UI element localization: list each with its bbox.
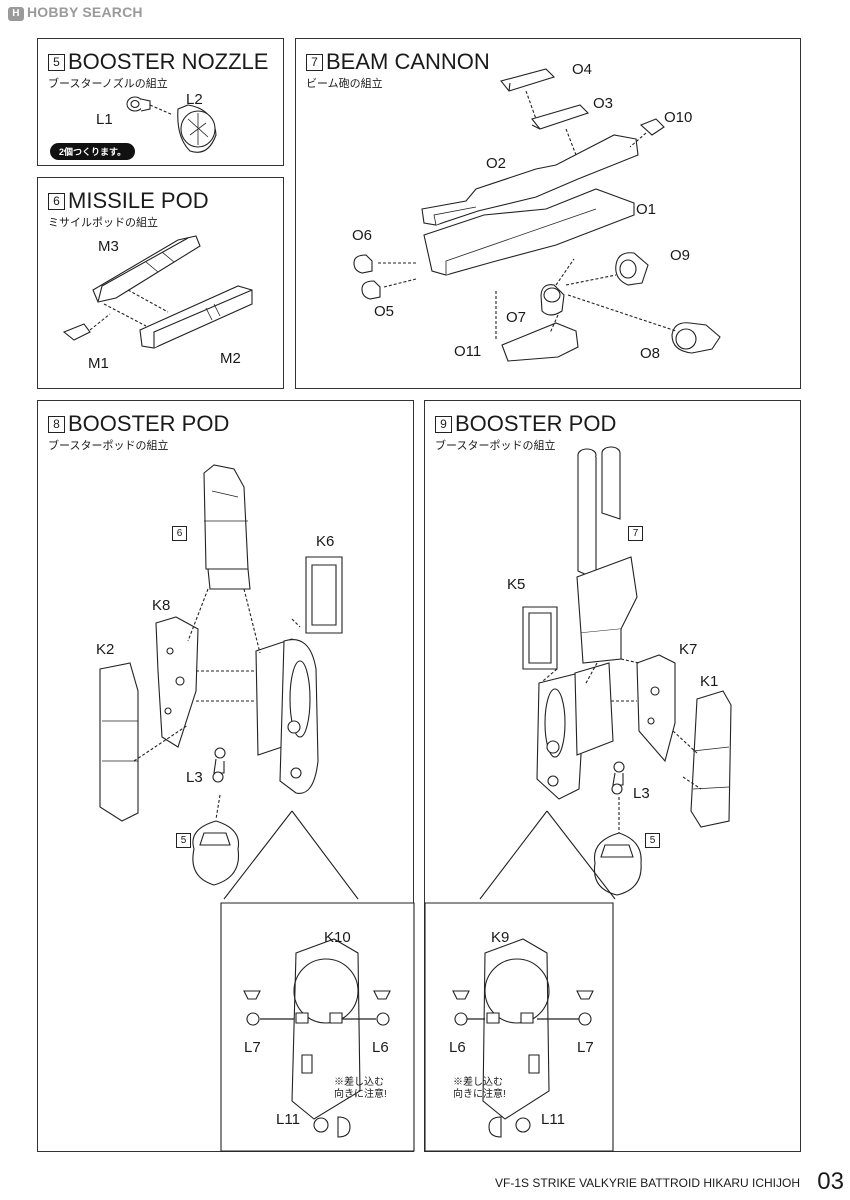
step-number: 6	[48, 193, 65, 210]
part-label-l3: L3	[633, 785, 650, 802]
part-label-k5: K5	[507, 576, 526, 593]
part-label-o2: O2	[486, 155, 507, 172]
step-number: 7	[306, 54, 323, 71]
part-label-o3: O3	[593, 95, 614, 112]
detail-label-l7: L7	[577, 1039, 594, 1056]
section-subtitle: ブースターポッドの組立	[48, 440, 169, 452]
page-number: 03	[817, 1168, 844, 1195]
part-label-o4: O4	[572, 61, 593, 78]
booster-nozzle-diagram	[38, 39, 285, 167]
part-label-m3: M3	[98, 238, 119, 255]
part-label-k6: K6	[316, 533, 335, 550]
section-subtitle: ビーム砲の組立	[306, 78, 383, 90]
watermark-text: HOBBY SEARCH	[27, 4, 143, 20]
part-label-k2: K2	[96, 641, 115, 658]
step-number: 8	[48, 416, 65, 433]
booster-pod-left-diagram	[38, 401, 415, 1153]
orientation-note: ※差し込む向きに注意!	[453, 1077, 506, 1100]
step-number: 9	[435, 416, 452, 433]
booster-pod-right-diagram	[425, 401, 802, 1153]
ref-step-5: 5	[176, 833, 191, 848]
missile-pod-diagram	[38, 178, 285, 390]
detail-label-k9: K9	[491, 929, 510, 946]
part-label-o10: O10	[664, 109, 693, 126]
hobby-search-logo-icon: H	[8, 7, 24, 21]
detail-label-k10: K10	[324, 929, 351, 946]
detail-label-l7: L7	[244, 1039, 261, 1056]
part-label-o9: O9	[670, 247, 691, 264]
quantity-badge: 2個つくります。	[50, 143, 136, 160]
part-label-l3: L3	[186, 769, 203, 786]
detail-label-l11: L11	[541, 1111, 565, 1128]
detail-label-l6: L6	[372, 1039, 389, 1056]
part-label-l1: L1	[96, 111, 113, 128]
part-label-o1: O1	[636, 201, 657, 218]
step-number: 5	[48, 54, 65, 71]
part-label-m2: M2	[220, 350, 241, 367]
section-subtitle: ブースターポッドの組立	[435, 440, 556, 452]
part-label-o6: O6	[352, 227, 373, 244]
part-label-k7: K7	[679, 641, 698, 658]
detail-label-l6: L6	[449, 1039, 466, 1056]
beam-cannon-diagram	[296, 39, 802, 390]
ref-step-7: 7	[628, 526, 643, 541]
part-label-o8: O8	[640, 345, 661, 362]
part-label-l2: L2	[186, 91, 203, 108]
part-label-m1: M1	[88, 355, 109, 372]
part-label-o11: O11	[454, 343, 482, 360]
footer-model-name: VF-1S STRIKE VALKYRIE BATTROID HIKARU IC…	[495, 1176, 800, 1190]
detail-label-l11: L11	[276, 1111, 300, 1128]
orientation-note: ※差し込む向きに注意!	[334, 1077, 387, 1100]
part-label-k1: K1	[700, 673, 719, 690]
section-subtitle: ブースターノズルの組立	[48, 78, 168, 90]
part-label-o5: O5	[374, 303, 395, 320]
part-label-k8: K8	[152, 597, 171, 614]
part-label-o7: O7	[506, 309, 527, 326]
ref-step-5: 5	[645, 833, 660, 848]
ref-step-6: 6	[172, 526, 187, 541]
section-subtitle: ミサイルポッドの組立	[48, 217, 158, 229]
